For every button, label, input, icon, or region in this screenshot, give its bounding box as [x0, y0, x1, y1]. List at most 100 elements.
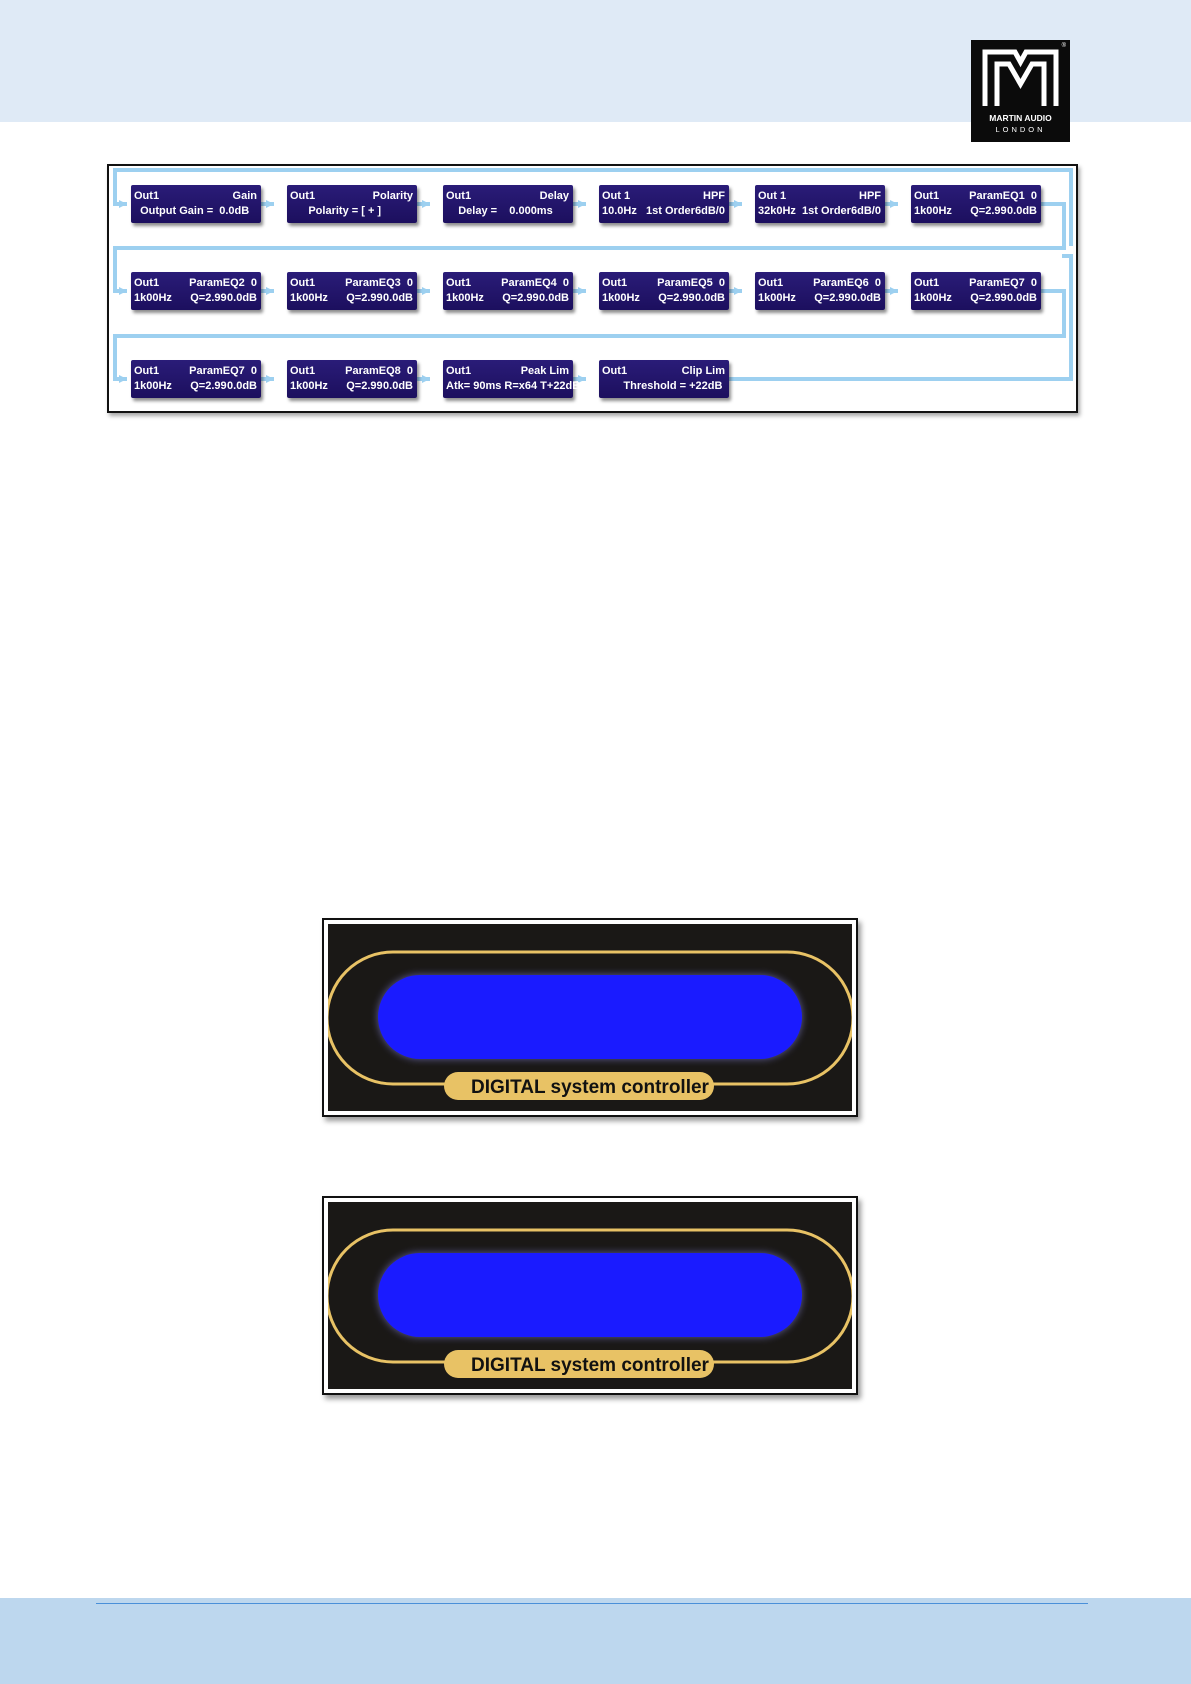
label-pill [444, 1350, 714, 1378]
lcd-text-right: ParamEQ7 0 [969, 277, 1037, 289]
lcd-text-right: 0.0dB [695, 292, 725, 304]
lcd-text-left: 1k00Hz Q=2.99 [914, 292, 1007, 304]
lcd-module: Out1 Polarity Polarity = [ + ] [287, 185, 417, 223]
controller-label: DIGITAL system controller [471, 1355, 709, 1376]
lcd-line-1: Out 1 HPF [602, 189, 725, 203]
lcd-text-left: 1k00Hz Q=2.99 [914, 205, 1007, 217]
controller-panel-2: DIGITAL system controller [322, 1196, 858, 1395]
lcd-text-left: Out1 [914, 277, 940, 289]
lcd-text-left: Out1 [758, 277, 784, 289]
lcd-line-1: Out 1 HPF [758, 189, 881, 203]
lcd-text-right: 0.0dB [227, 380, 257, 392]
controller-label: DIGITAL system controller [471, 1077, 709, 1098]
lcd-text-right: Delay [539, 190, 569, 202]
lcd-text-left: Out1 [134, 277, 160, 289]
lcd-text-right: ParamEQ1 0 [969, 190, 1037, 202]
footer-band [0, 1598, 1191, 1684]
controller-panel-1: DIGITAL system controller [322, 918, 858, 1117]
lcd-text-left: 1k00Hz Q=2.99 [602, 292, 695, 304]
martin-audio-logo: ® MARTIN AUDIO LONDON [971, 40, 1070, 142]
lcd-text-left: Out1 [602, 365, 628, 377]
lcd-text-left: Polarity = [ + ] [290, 205, 382, 217]
lcd-line-1: Out1 ParamEQ7 0 [914, 276, 1037, 290]
lcd-text-right: ParamEQ8 0 [345, 365, 413, 377]
lcd-text-left: 1k00Hz Q=2.99 [134, 292, 227, 304]
lcd-text-left: 32k0Hz 1st Order [758, 205, 851, 217]
lcd-text-left: 10.0Hz 1st Order [602, 205, 695, 217]
lcd-text-left: Out1 [446, 277, 472, 289]
signal-flow-lines [113, 168, 1073, 383]
lcd-line-2: Threshold = +22dB [602, 379, 725, 393]
lcd-text-left: Atk= 90ms R=x64 T+22dB [446, 380, 581, 392]
lcd-text-left: Out1 [446, 190, 472, 202]
lcd-line-2: Atk= 90ms R=x64 T+22dB [446, 379, 580, 393]
lcd-screen-blue [378, 975, 802, 1059]
lcd-text-right: 6dB/0 [851, 205, 881, 217]
lcd-line-1: Out1 ParamEQ1 0 [914, 189, 1037, 203]
lcd-text-right: Polarity [372, 190, 413, 202]
lcd-text-right: 0.0dB [227, 292, 257, 304]
lcd-text-left: Out 1 [758, 190, 787, 202]
lcd-line-2: Delay = 0.000ms [446, 204, 569, 218]
lcd-line-1: Out1 ParamEQ6 0 [758, 276, 881, 290]
lcd-text-left: 1k00Hz Q=2.99 [446, 292, 539, 304]
lcd-text-right: 0.0dB [539, 292, 569, 304]
lcd-text-right: Clip Lim [681, 365, 725, 377]
lcd-text-left: Out1 [290, 277, 316, 289]
controller-front-art [325, 950, 855, 1100]
lcd-text-left: Out1 [914, 190, 940, 202]
logo-city: LONDON [995, 125, 1046, 134]
lcd-text-right: HPF [703, 190, 725, 202]
lcd-text-left: Output Gain = 0.0dB [134, 205, 250, 217]
controller-panel-body [325, 1202, 855, 1389]
lcd-text-right: ParamEQ2 0 [189, 277, 257, 289]
lcd-line-2: Polarity = [ + ] [290, 204, 413, 218]
controller-panel-body [325, 924, 855, 1111]
lcd-line-1: Out1 ParamEQ2 0 [134, 276, 257, 290]
lcd-text-left: Out1 [602, 277, 628, 289]
lcd-text-left: 1k00Hz Q=2.99 [290, 380, 383, 392]
lcd-line-1: Out1 Polarity [290, 189, 413, 203]
lcd-text-right: ParamEQ6 0 [813, 277, 881, 289]
logo-registered-mark: ® [1061, 43, 1066, 49]
lcd-text-right: 0.0dB [1007, 205, 1037, 217]
lcd-text-left: Out1 [290, 365, 316, 377]
lcd-line-1: Out1 ParamEQ3 0 [290, 276, 413, 290]
lcd-text-right: ParamEQ3 0 [345, 277, 413, 289]
lcd-text-right: 0.0dB [1007, 292, 1037, 304]
lcd-line-2: Output Gain = 0.0dB [134, 204, 257, 218]
lcd-text-right: HPF [859, 190, 881, 202]
lcd-text-left: Out1 [290, 190, 316, 202]
lcd-screen-blue [378, 1253, 802, 1337]
lcd-text-right: 0.0dB [383, 380, 413, 392]
lcd-text-left: Out1 [134, 190, 160, 202]
lcd-text-left: Out 1 [602, 190, 631, 202]
lcd-text-right: 0.0dB [851, 292, 881, 304]
lcd-text-left: 1k00Hz Q=2.99 [758, 292, 851, 304]
lcd-line-1: Out1 Clip Lim [602, 364, 725, 378]
lcd-text-left: Threshold = +22dB [602, 380, 723, 392]
